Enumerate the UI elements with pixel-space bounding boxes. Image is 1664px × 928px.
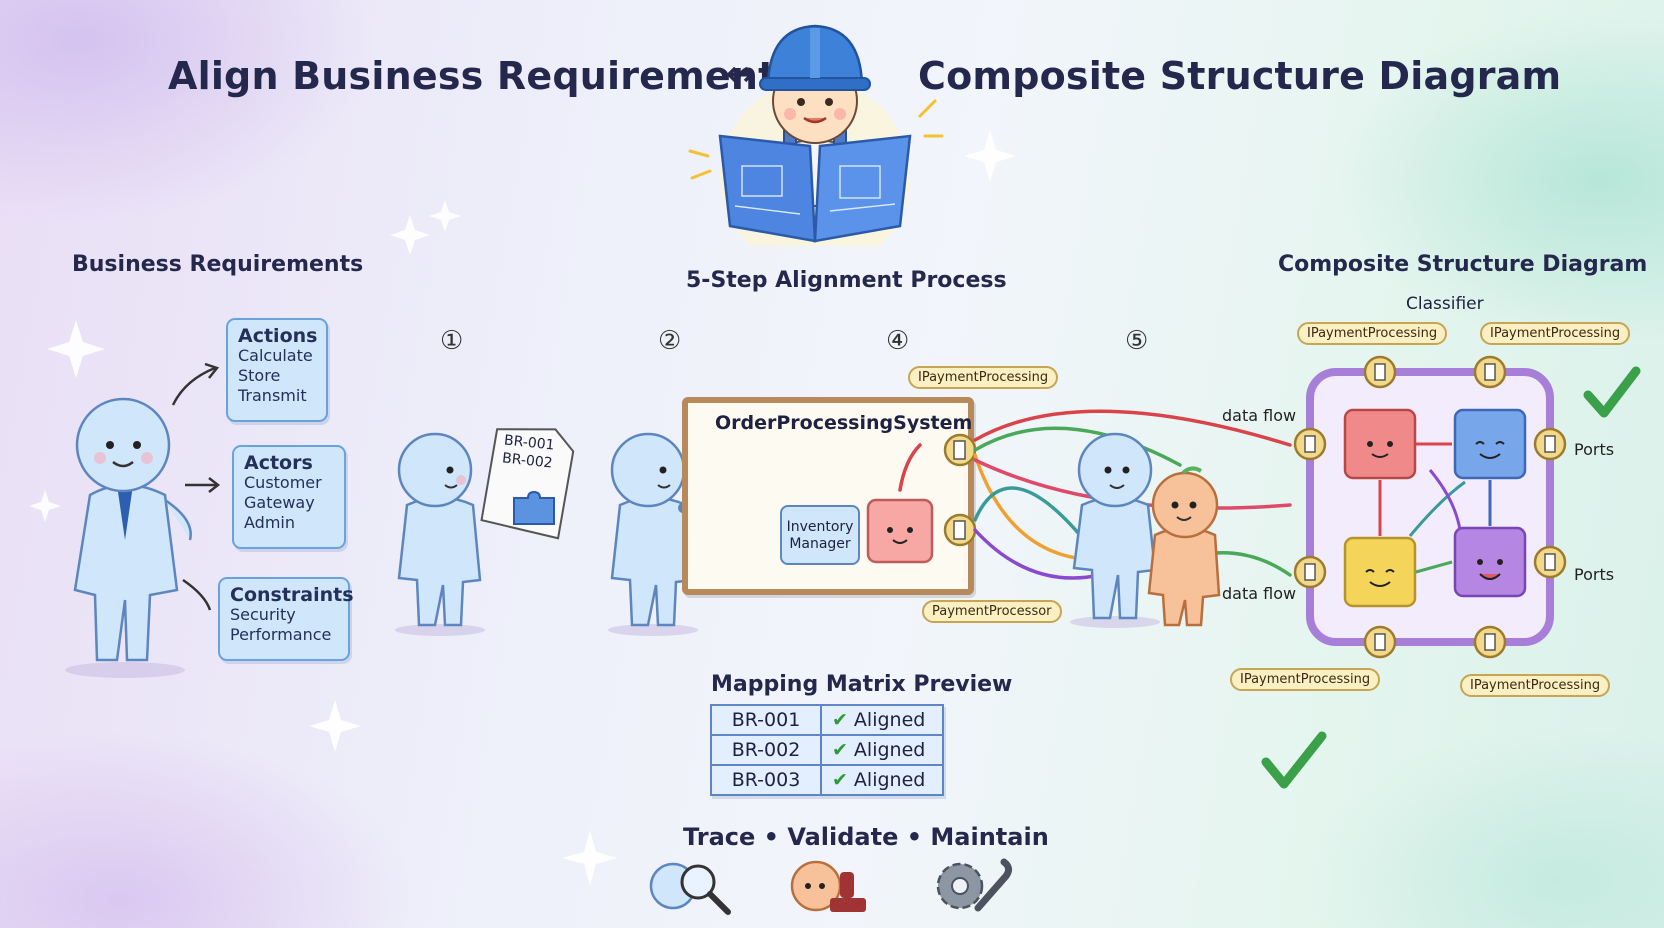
alignment-status: ✔Aligned [820,764,944,796]
part-red [1343,408,1417,480]
step1-figure [395,432,485,636]
interface-tag: IPaymentProcessing [908,366,1059,389]
status-text: Aligned [853,709,926,731]
requirement-arrows [171,362,221,611]
classifier-label: Classifier [1406,294,1484,314]
matrix-heading: Mapping Matrix Preview [711,672,1013,697]
table-row: BR-002 ✔Aligned [710,734,944,766]
engineer-illustration [688,24,944,246]
interface-tag: IPaymentProcessing [1460,674,1611,697]
ports-label: Ports [1574,565,1615,584]
business-heading: Business Requirements [72,252,364,277]
alignment-status: ✔Aligned [820,704,944,736]
step-number: ④ [886,326,910,356]
table-row: BR-003 ✔Aligned [710,764,944,796]
mapping-matrix-table: BR-001 ✔Aligned BR-002 ✔Aligned BR-003 ✔… [710,704,944,796]
constraints-item: Security [230,605,296,624]
check-icon: ✔ [832,769,848,791]
title-arrow: ↔ [726,54,755,94]
actors-item: Customer [244,473,322,492]
constraints-box: Constraints Security Performance [218,577,354,661]
csd-heading: Composite Structure Diagram [1278,252,1648,277]
inventory-manager-part: Inventory Manager [780,505,860,565]
check-icon [1261,731,1327,789]
payment-part-cube [866,498,934,564]
interface-tag: IPaymentProcessing [1297,322,1448,345]
step-number: ① [440,326,464,356]
board-ports [943,433,977,547]
title-right: Composite Structure Diagram [918,54,1562,98]
status-text: Aligned [853,739,926,761]
process-heading: 5-Step Alignment Process [686,268,1007,293]
check-icon: ✔ [832,709,848,731]
data-flow-label: data flow [1222,406,1297,425]
business-analyst-figure [65,397,192,678]
requirement-id: BR-002 [710,734,822,766]
ports-label: Ports [1574,440,1615,459]
gear-wrench-icon [936,858,1013,912]
actors-title: Actors [244,452,313,474]
check-icon: ✔ [832,739,848,761]
requirement-id: BR-001 [710,704,822,736]
classifier-frame [1293,355,1567,659]
doc-lines: BR-001 BR-002 [501,431,555,472]
interface-tag: IPaymentProcessing [1480,322,1631,345]
actions-title: Actions [238,325,318,347]
status-text: Aligned [853,769,926,791]
part-blue [1453,408,1527,480]
magnifier-icon [649,862,731,915]
actors-item: Admin [244,513,295,532]
title-left: Align Business Requirements [168,54,800,98]
alignment-status: ✔Aligned [820,734,944,766]
interface-tag: IPaymentProcessing [1230,668,1381,691]
actions-item: Store [238,366,281,385]
constraints-title: Constraints [230,584,354,606]
step5-figure-orange [1147,466,1221,627]
step-number: ② [658,326,682,356]
part-purple [1453,526,1527,598]
requirement-id: BR-003 [710,764,822,796]
step-number: ⑤ [1125,326,1149,356]
board-title: OrderProcessingSystem [715,412,973,434]
data-flow-label: data flow [1222,584,1297,603]
puzzle-icon [513,490,555,525]
actions-item: Calculate [238,346,313,365]
constraints-item: Performance [230,625,332,644]
part-yellow [1343,536,1417,608]
footer-text: Trace • Validate • Maintain [683,823,1049,851]
actors-item: Gateway [244,493,315,512]
actions-item: Transmit [238,386,307,405]
step5-figure-blue [1070,432,1160,628]
check-icon [1583,366,1641,418]
stamp-icon [790,860,866,912]
processor-tag: PaymentProcessor [922,600,1062,623]
table-row: BR-001 ✔Aligned [710,704,944,736]
actions-box: Actions Calculate Store Transmit [226,318,328,422]
actors-box: Actors Customer Gateway Admin [232,445,346,549]
